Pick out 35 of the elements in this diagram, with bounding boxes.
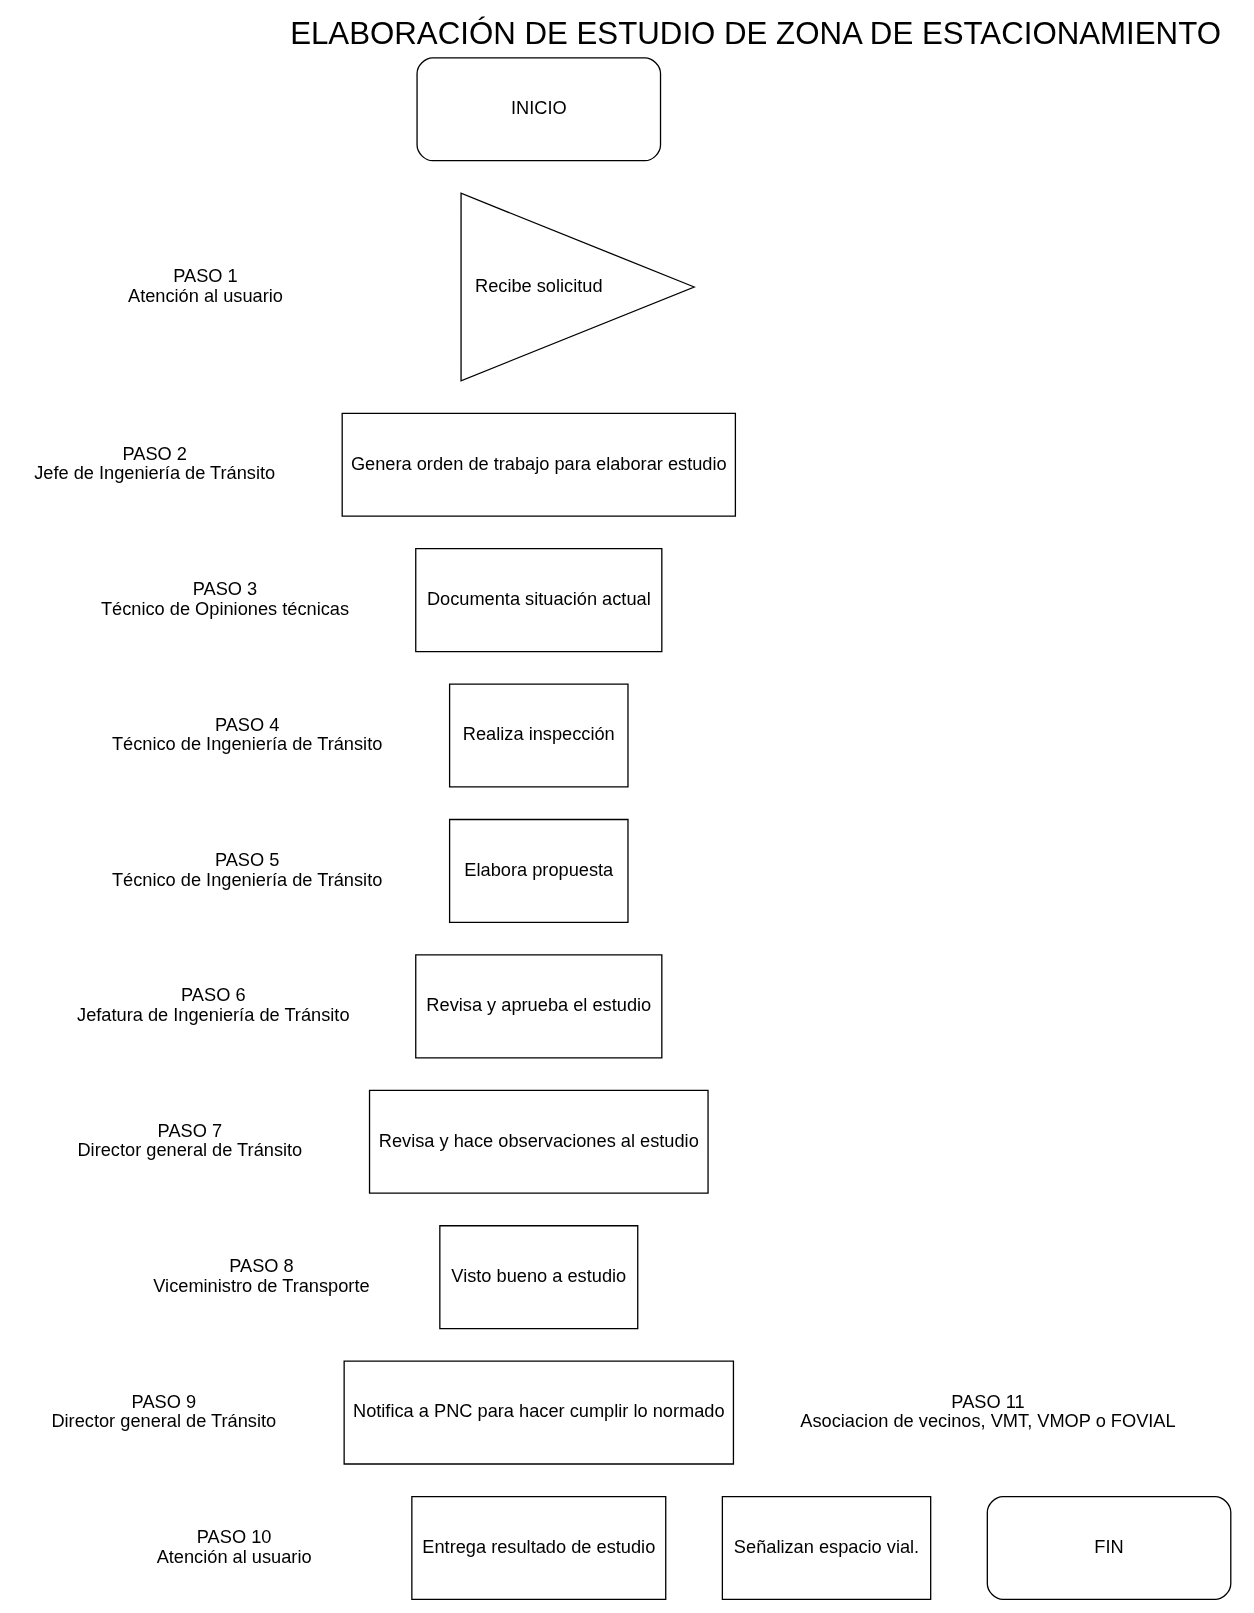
node-box: Revisa y aprueba el estudio xyxy=(415,954,663,1059)
node-box: Entrega resultado de estudio xyxy=(411,1495,667,1601)
node-box: Documenta situación actual xyxy=(415,548,663,653)
node-label: Director general de Tránsito xyxy=(51,1411,277,1432)
node-label: Atención al usuario xyxy=(128,285,283,306)
node-label: PASO 1 xyxy=(173,266,238,287)
node-label: Viceministro de Transporte xyxy=(153,1275,370,1296)
node-label: PASO 4 xyxy=(214,714,280,735)
node-label: PASO 10 xyxy=(196,1527,272,1548)
node-label: Técnico de Ingeniería de Tránsito xyxy=(111,734,383,755)
node-box: Revisa y hace observaciones al estudio xyxy=(368,1089,709,1194)
node-label: PASO 8 xyxy=(229,1256,294,1277)
node-label: Jefatura de Ingeniería de Tránsito xyxy=(77,1004,350,1025)
node-label: Atención al usuario xyxy=(156,1546,312,1567)
node-label: PASO 2 xyxy=(122,443,187,464)
node-box: Notifica a PNC para hacer cumplir lo normado xyxy=(343,1360,735,1465)
diagram-title: ELABORACIÓN DE ESTUDIO DE ZONA DE ESTACIONAMIENTO xyxy=(290,15,1221,51)
node-label: PASO 6 xyxy=(181,985,246,1006)
node-label: Asociacion de vecinos, VMT, VMOP o FOVIAL xyxy=(800,1411,1176,1432)
node-label: PASO 11 xyxy=(951,1391,1025,1412)
node-box: Realiza inspección xyxy=(448,683,629,788)
node-label: PASO 3 xyxy=(192,579,258,600)
node-box: Señalizan espacio vial. xyxy=(721,1495,932,1601)
node-label: PASO 7 xyxy=(157,1120,223,1141)
node-box: Genera orden de trabajo para elaborar estudio xyxy=(341,412,737,517)
node-box: Elabora propuesta xyxy=(448,818,629,924)
node-label: PASO 5 xyxy=(214,850,280,870)
node-box: Visto bueno a estudio xyxy=(439,1225,639,1330)
node-label: PASO 9 xyxy=(131,1391,197,1412)
node-box: FIN xyxy=(986,1495,1232,1601)
node-label: Director general de Tránsito xyxy=(77,1140,303,1161)
node-label: Técnico de Ingeniería de Tránsito xyxy=(111,869,383,890)
node-label: Técnico de Opiniones técnicas xyxy=(100,598,350,619)
node-label: Jefe de Ingeniería de Tránsito xyxy=(34,463,276,484)
node-box: INICIO xyxy=(416,57,662,162)
